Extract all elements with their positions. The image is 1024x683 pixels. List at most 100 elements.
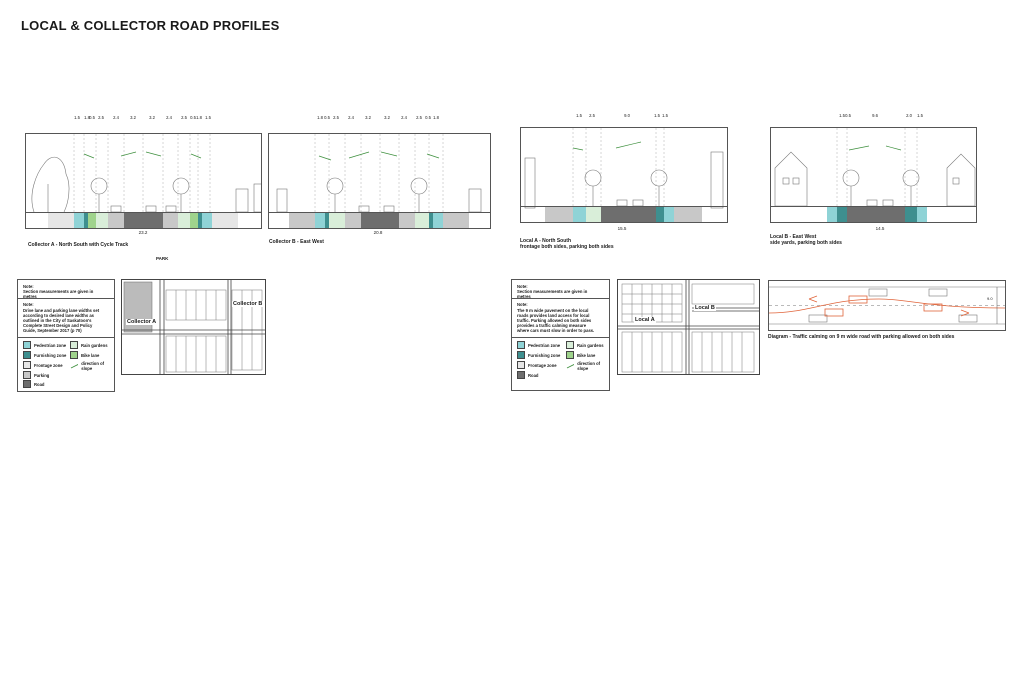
- legend-label: direction of slope: [81, 361, 105, 371]
- legend-divider: [18, 337, 114, 338]
- legend-note-text: Drive lane and parking lane widths set a…: [23, 308, 100, 333]
- local-b-dimensions: 1.5 0.5 9.6 2.0 1.5: [770, 113, 976, 121]
- legend-label: Rain gardens: [577, 342, 604, 348]
- legend-item-bike-lane: Bike lane: [566, 351, 595, 359]
- dim-label: 1.8: [84, 115, 90, 120]
- collector-b-section-drawing: [268, 133, 491, 229]
- legend-item-slope: direction of slope: [70, 361, 110, 371]
- legend-note-text: Section measurements are given in metres: [23, 289, 94, 299]
- legend-item-frontage: Frontage zone: [517, 361, 557, 369]
- legend-divider: [512, 337, 609, 338]
- local-a-section-drawing: [520, 127, 728, 223]
- collector-b-total-width: 20.8: [373, 230, 383, 235]
- map-label-collector-b: Collector B: [232, 301, 264, 307]
- swatch: [23, 371, 31, 379]
- swatch: [23, 361, 31, 369]
- dim-label: 1.5: [662, 113, 668, 118]
- dim-label: 1.5: [74, 115, 80, 120]
- legend-right: Note: Section measurements are given in …: [511, 279, 610, 391]
- park-label: PARK: [156, 256, 169, 261]
- legend-label: Furnishing zone: [528, 352, 561, 358]
- legend-note-heading: Note:: [23, 302, 34, 307]
- legend-left: Note: Section measurements are given in …: [17, 279, 115, 392]
- legend-label: Road: [528, 372, 539, 378]
- legend-item-road: Road: [23, 380, 44, 388]
- legend-item-rain-garden: Rain gardens: [70, 341, 108, 349]
- dim-label: 3.2: [149, 115, 155, 120]
- legend-item-frontage: Frontage zone: [23, 361, 63, 369]
- legend-label: Pedestrian zone: [528, 342, 561, 348]
- swatch: [23, 341, 31, 349]
- dim-label: 2.5: [333, 115, 339, 120]
- dim-label: 3.2: [130, 115, 136, 120]
- calming-width-label: 9.0: [987, 296, 993, 301]
- map-label-collector-a: Collector A: [126, 319, 158, 325]
- dim-label: 2.4: [113, 115, 119, 120]
- local-b-total-width: 14.5: [875, 226, 885, 231]
- legend-item-pedestrian: Pedestrian zone: [517, 341, 560, 349]
- map-label-local-a: Local A: [634, 317, 656, 323]
- swatch: [70, 351, 78, 359]
- local-a-dimensions: 1.5 2.5 9.0 1.5 1.5: [520, 113, 727, 121]
- dim-label: 1.5: [654, 113, 660, 118]
- legend-note-heading: Note:: [23, 284, 34, 289]
- dim-label: 9.6: [872, 113, 878, 118]
- swatch: [517, 361, 525, 369]
- legend-note-heading: Note:: [517, 302, 528, 307]
- collector-a-caption: Collector A - North South with Cycle Tra…: [28, 242, 129, 248]
- dim-label: 1.8: [433, 115, 439, 120]
- swatch: [566, 341, 574, 349]
- local-b-caption-line2: side yards, parking both sides: [770, 240, 842, 246]
- local-plan-map: Local A Local B: [617, 279, 760, 375]
- legend-item-bike-lane: Bike lane: [70, 351, 99, 359]
- swatch: [517, 371, 525, 379]
- legend-note-text: Section measurements are given in metres: [517, 289, 588, 299]
- dim-label: 0.5: [190, 115, 196, 120]
- dim-label: 1.5: [576, 113, 582, 118]
- dim-label: 1.5: [205, 115, 211, 120]
- local-a-total-width: 15.5: [617, 226, 627, 231]
- dim-label: 0.5: [425, 115, 431, 120]
- legend-item-parking: Parking: [23, 371, 49, 379]
- calming-diagram-caption: Diagram - Traffic calming on 9 m wide ro…: [768, 334, 955, 340]
- legend-label: Pedestrian zone: [34, 342, 67, 348]
- dim-label: 1.8: [317, 115, 323, 120]
- dim-label: 9.0: [624, 113, 630, 118]
- dim-label: 0.5: [845, 113, 851, 118]
- local-b-caption-line1: Local B - East West: [770, 234, 817, 240]
- swatch: [566, 351, 574, 359]
- legend-label: direction of slope: [577, 361, 601, 371]
- legend-item-road: Road: [517, 371, 538, 379]
- legend-label: Furnishing zone: [34, 352, 67, 358]
- collector-a-section-drawing: [25, 133, 262, 229]
- legend-label: Bike lane: [577, 352, 596, 358]
- dim-label: 3.2: [365, 115, 371, 120]
- local-a-caption-line2: frontage both sides, parking both sides: [520, 244, 614, 250]
- dim-label: 2.4: [348, 115, 354, 120]
- dim-label: 2.4: [401, 115, 407, 120]
- collector-b-caption: Collector B - East West: [269, 239, 324, 245]
- legend-divider: [512, 298, 609, 299]
- legend-item-furnishing: Furnishing zone: [23, 351, 66, 359]
- legend-label: Parking: [34, 372, 50, 378]
- legend-label: Rain gardens: [81, 342, 108, 348]
- dim-label: 1.5: [839, 113, 845, 118]
- legend-item-slope: direction of slope: [566, 361, 606, 371]
- legend-label: Frontage zone: [34, 362, 63, 368]
- legend-divider: [18, 298, 114, 299]
- legend-label: Road: [34, 381, 45, 387]
- map-label-local-b: Local B: [694, 305, 716, 311]
- legend-note-text: The 9 m wide pavement on the local roads…: [517, 308, 595, 333]
- page-title: LOCAL & COLLECTOR ROAD PROFILES: [21, 18, 280, 33]
- collector-a-total-width: 23.2: [138, 230, 148, 235]
- swatch: [23, 380, 31, 388]
- traffic-calming-diagram: 9.0: [768, 280, 1006, 331]
- legend-item-furnishing: Furnishing zone: [517, 351, 560, 359]
- legend-note-heading: Note:: [517, 284, 528, 289]
- dim-label: 2.5: [181, 115, 187, 120]
- swatch: [517, 341, 525, 349]
- dim-label: 1.5: [917, 113, 923, 118]
- dim-label: 0.5: [324, 115, 330, 120]
- legend-label: Frontage zone: [528, 362, 557, 368]
- dim-label: 2.5: [416, 115, 422, 120]
